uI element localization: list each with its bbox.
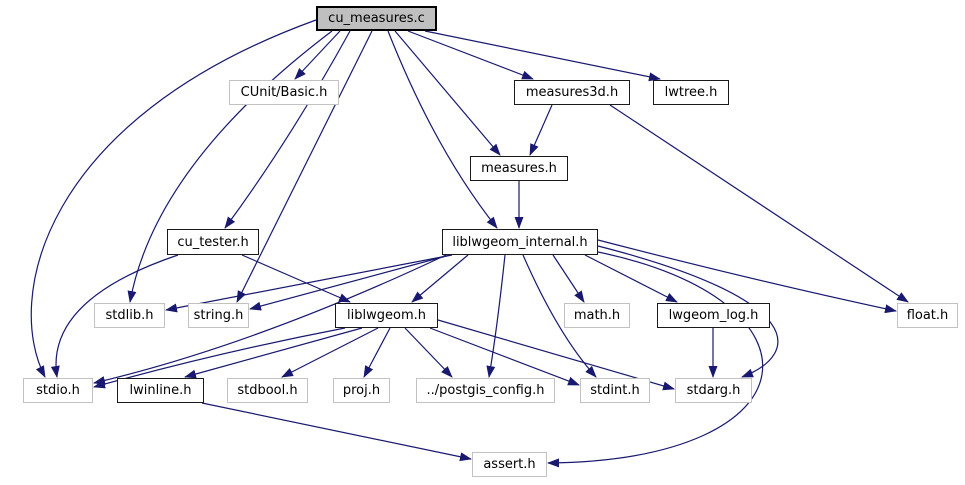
- node-label: math.h: [573, 308, 621, 323]
- edge-liblwgeom-internal-h-to-string-h: [249, 254, 451, 311]
- edge-lwinline-h-to-assert-h: [201, 402, 472, 462]
- node-label: float.h: [906, 308, 949, 323]
- node-label: cu_measures.c: [328, 11, 425, 26]
- node-label: string.h: [193, 308, 244, 323]
- node-cu-tester-h[interactable]: cu_tester.h: [167, 229, 259, 255]
- edge-liblwgeom-h-to-postgis-config-h: [404, 327, 453, 378]
- node-stdarg-h: stdarg.h: [675, 378, 752, 403]
- node-stdio-h: stdio.h: [23, 378, 93, 403]
- edge-cu-measures-c-to-liblwgeom-internal-h: [387, 30, 498, 229]
- edge-cu-measures-c-to-cu-tester-h: [224, 30, 351, 229]
- edge-liblwgeom-h-to-stdbool-h: [281, 327, 379, 378]
- edge-liblwgeom-internal-h-to-liblwgeom-h: [411, 254, 469, 303]
- node-measures3d-h[interactable]: measures3d.h: [514, 80, 630, 105]
- edge-liblwgeom-h-to-stdarg-h: [437, 319, 675, 391]
- node-label: ../postgis_config.h: [426, 383, 545, 398]
- node-measures-h[interactable]: measures.h: [470, 156, 568, 181]
- edge-liblwgeom-internal-h-to-stdio-h: [93, 254, 447, 385]
- node-label: liblwgeom.h: [347, 308, 426, 323]
- node-string-h: string.h: [188, 303, 249, 328]
- edge-cu-measures-c-to-measures-h: [394, 30, 501, 156]
- node-label: stdlib.h: [105, 308, 154, 323]
- edge-liblwgeom-internal-h-to-float-h: [597, 239, 897, 314]
- node-assert-h: assert.h: [472, 452, 547, 477]
- node-math-h: math.h: [564, 303, 630, 328]
- node-stdlib-h: stdlib.h: [94, 303, 165, 328]
- node-lwgeom-log-h[interactable]: lwgeom_log.h: [657, 303, 770, 328]
- node-cu-measures-c: cu_measures.c: [316, 6, 437, 31]
- node-label: lwtree.h: [664, 85, 718, 100]
- node-proj-h: proj.h: [333, 378, 390, 403]
- edge-cu-measures-c-to-stdio-h: [30, 19, 317, 378]
- node-stdbool-h: stdbool.h: [227, 378, 308, 403]
- edge-liblwgeom-internal-h-to-stdint-h: [522, 254, 597, 378]
- node-label: stdarg.h: [686, 383, 741, 398]
- edge-liblwgeom-internal-h-to-stdlib-h: [165, 254, 453, 313]
- edge-liblwgeom-internal-h-to-stdarg-h: [597, 245, 779, 378]
- node-float-h: float.h: [897, 303, 958, 328]
- edge-liblwgeom-h-to-stdint-h: [429, 327, 580, 386]
- edge-liblwgeom-internal-h-to-postgis-config-h: [486, 254, 506, 378]
- node-label: proj.h: [342, 383, 381, 398]
- edge-cu-measures-c-to-cunit-basic-h: [294, 30, 341, 80]
- node-lwtree-h[interactable]: lwtree.h: [653, 80, 729, 105]
- edge-cu-measures-c-to-lwtree-h: [424, 30, 661, 82]
- edge-liblwgeom-internal-h-to-assert-h: [547, 251, 764, 468]
- edge-cu-tester-h-to-liblwgeom-h: [241, 254, 351, 303]
- edge-liblwgeom-internal-h-to-lwgeom-log-h: [584, 254, 678, 303]
- node-liblwgeom-internal-h[interactable]: liblwgeom_internal.h: [442, 229, 598, 255]
- node-label: lwgeom_log.h: [668, 308, 759, 323]
- edge-cu-tester-h-to-stdio-h: [50, 254, 179, 378]
- node-label: cu_tester.h: [177, 234, 249, 250]
- edge-measures3d-h-to-float-h: [609, 104, 909, 303]
- node-label: measures3d.h: [525, 85, 619, 100]
- edge-measures3d-h-to-measures-h: [529, 104, 553, 156]
- node-label: stdbool.h: [237, 383, 298, 398]
- edge-cu-measures-c-to-measures3d-h: [407, 30, 534, 80]
- node-label: liblwgeom_internal.h: [452, 234, 588, 250]
- node-liblwgeom-h[interactable]: liblwgeom.h: [335, 303, 438, 328]
- node-label: stdint.h: [590, 383, 640, 398]
- node-postgis-config-h: ../postgis_config.h: [416, 378, 555, 403]
- edge-liblwgeom-h-to-lwinline-h: [184, 327, 363, 379]
- node-label: stdio.h: [36, 383, 80, 398]
- edge-cu-measures-c-to-stdlib-h: [127, 30, 333, 303]
- node-label: lwinline.h: [129, 383, 192, 398]
- node-cunit-basic-h: CUnit/Basic.h: [229, 80, 339, 105]
- node-stdint-h: stdint.h: [580, 378, 650, 403]
- node-lwinline-h[interactable]: lwinline.h: [117, 378, 204, 403]
- edge-cu-measures-c-to-string-h: [236, 30, 373, 303]
- node-label: measures.h: [481, 161, 557, 176]
- node-label: assert.h: [483, 457, 536, 472]
- node-label: CUnit/Basic.h: [240, 85, 328, 100]
- edge-liblwgeom-internal-h-to-math-h: [552, 254, 585, 303]
- edge-liblwgeom-h-to-proj-h: [363, 327, 391, 378]
